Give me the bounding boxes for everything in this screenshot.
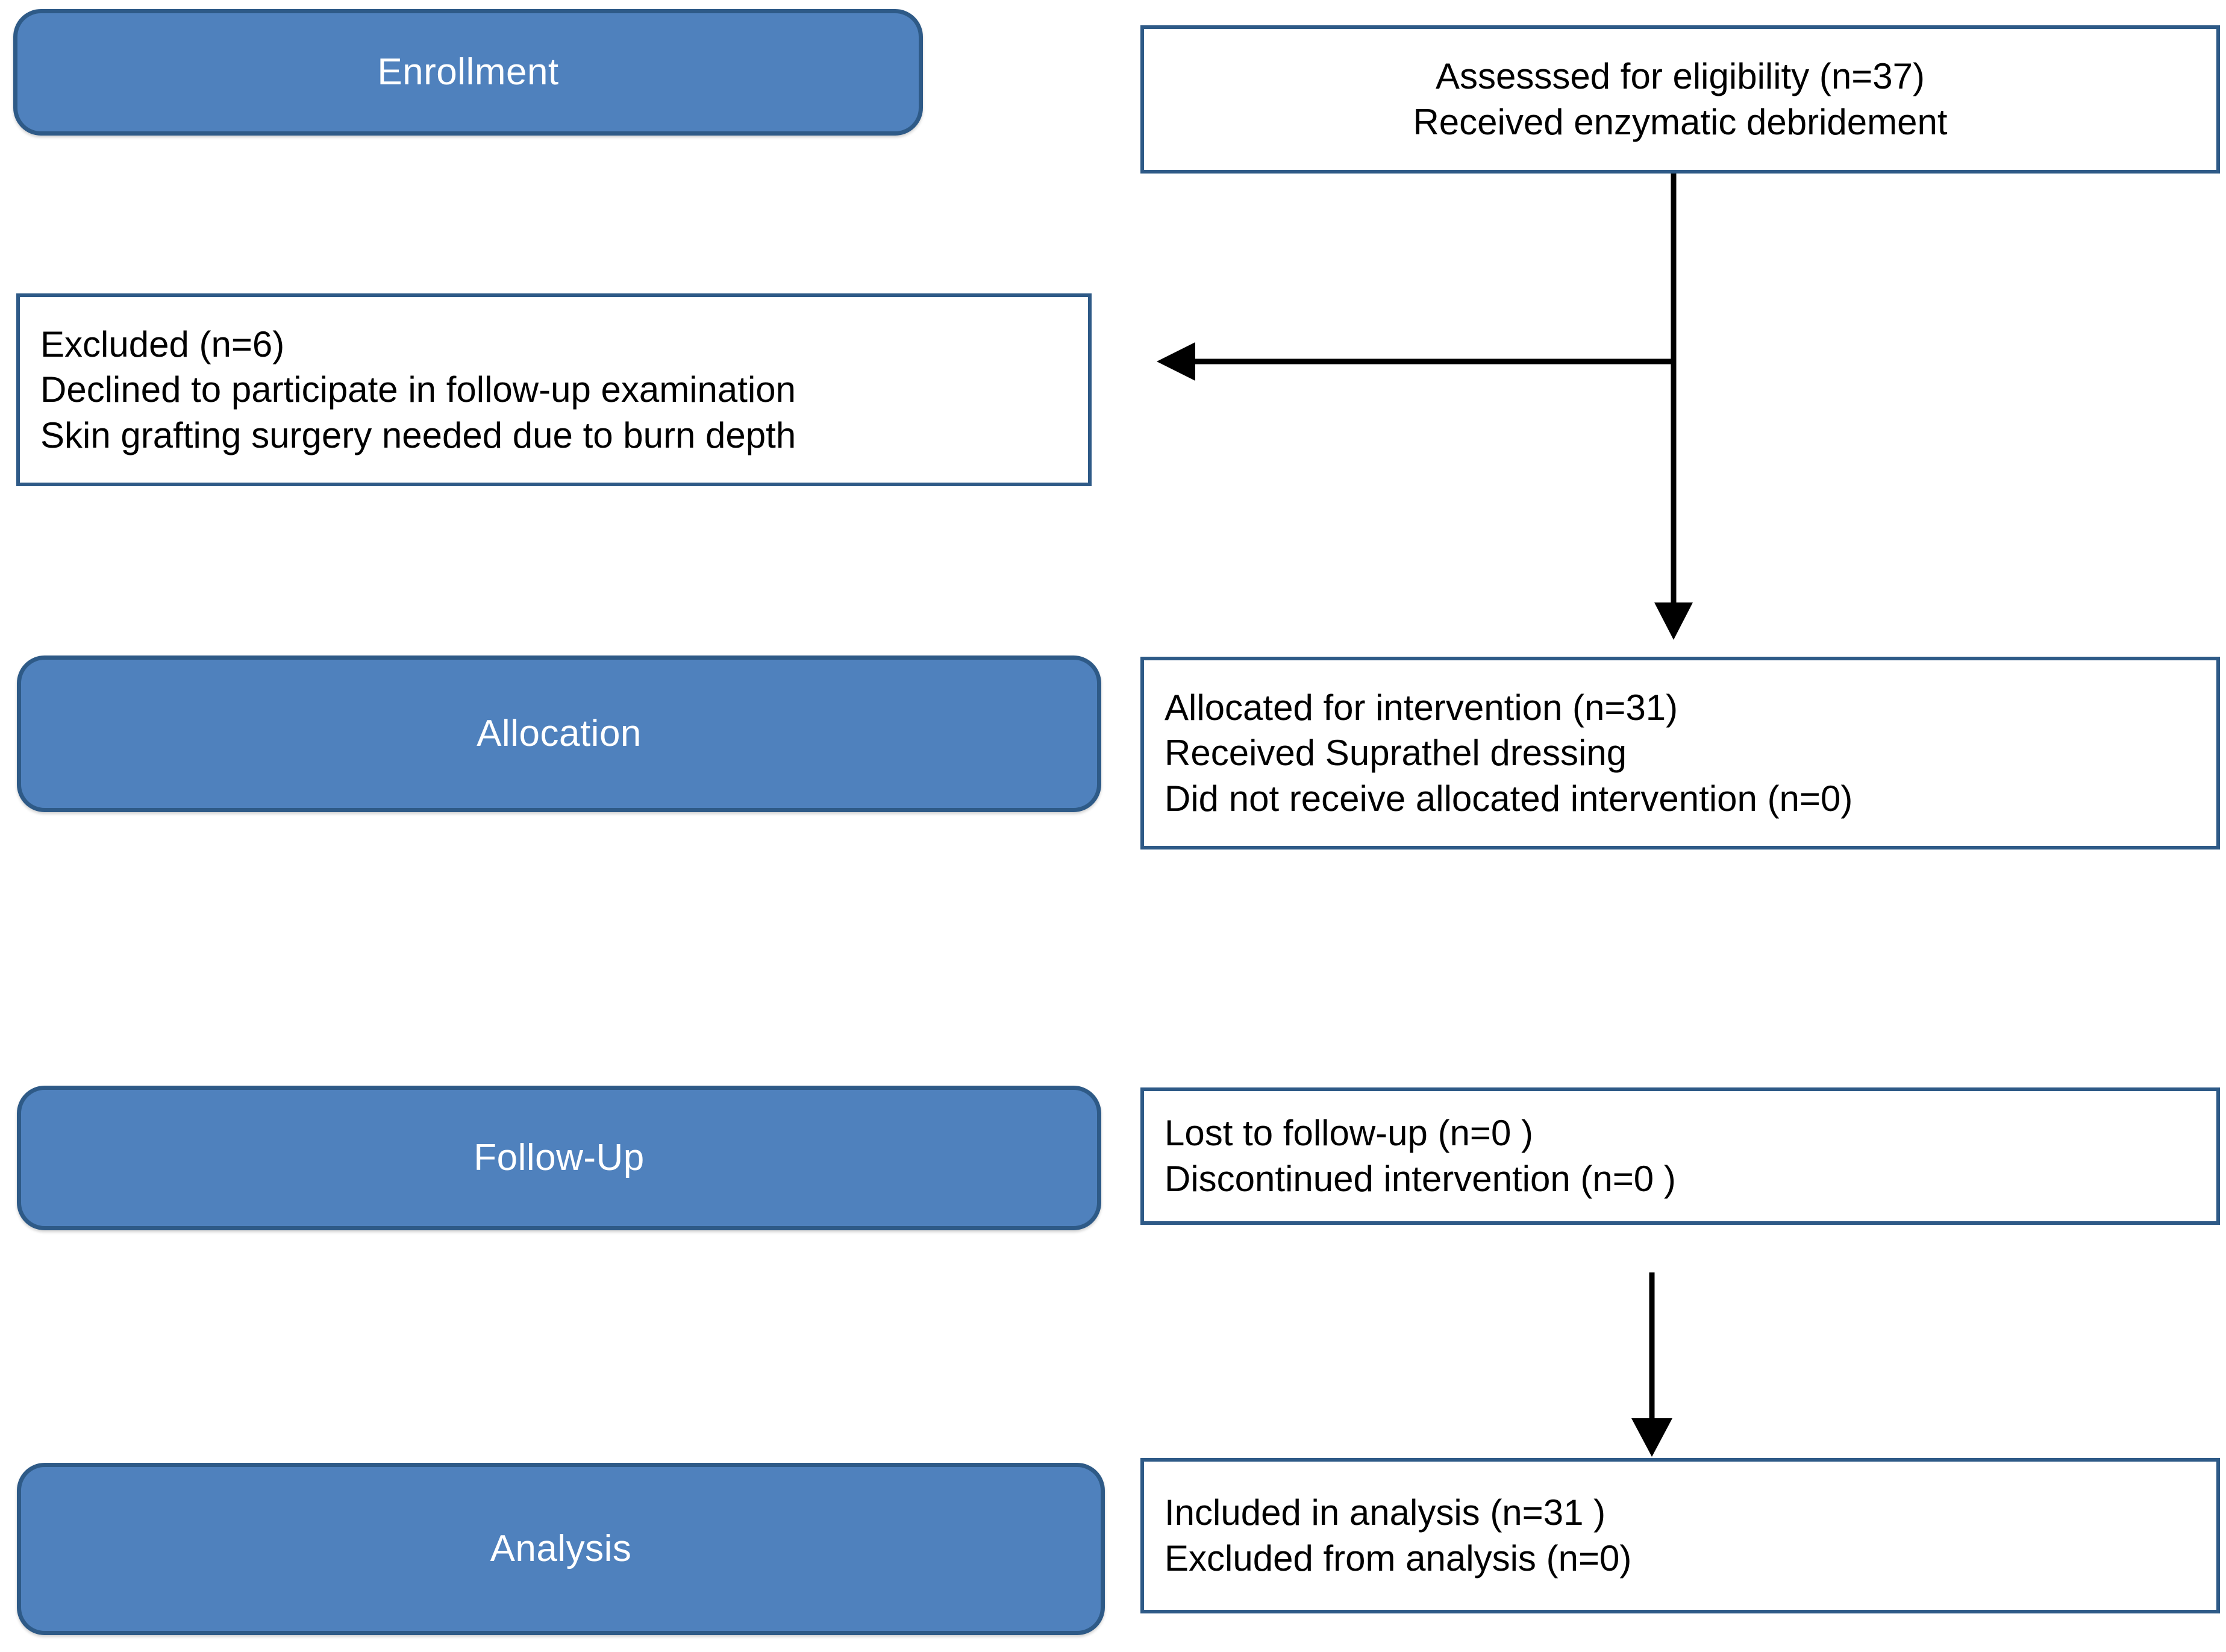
stage-label-allocation: Allocation [477, 713, 642, 754]
stage-label-analysis: Analysis [490, 1528, 632, 1569]
followup-losses-box: Lost to follow-up (n=0 ) Discontinued in… [1140, 1087, 2220, 1225]
excluded-line-2: Declined to participate in follow-up exa… [40, 369, 796, 410]
assessed-line-1: Assesssed for eligibility (n=37) [1435, 56, 1925, 97]
assessed-for-eligibility-box: Assesssed for eligibility (n=37) Receive… [1140, 25, 2220, 174]
followup-to-analysis-arrow [1631, 1272, 1672, 1457]
allocated-line-2: Received Suprathel dressing [1165, 733, 1627, 774]
allocated-line-1: Allocated for intervention (n=31) [1165, 687, 1678, 728]
exclusion-branch-arrow [1157, 342, 1674, 381]
analysis-line-2: Excluded from analysis (n=0) [1165, 1538, 1632, 1578]
allocated-for-intervention-box: Allocated for intervention (n=31) Receiv… [1140, 657, 2220, 849]
stage-box-analysis: Analysis [17, 1463, 1105, 1635]
excluded-line-3: Skin grafting surgery needed due to burn… [40, 415, 796, 455]
stage-box-allocation: Allocation [17, 655, 1101, 812]
stage-box-followup: Follow-Up [17, 1086, 1101, 1230]
enrollment-trunk-arrow [1654, 174, 1693, 640]
allocated-line-3: Did not receive allocated intervention (… [1165, 778, 1853, 819]
stage-label-followup: Follow-Up [474, 1137, 645, 1178]
excluded-line-1: Excluded (n=6) [40, 324, 285, 365]
stage-label-enrollment: Enrollment [377, 51, 559, 93]
stage-box-enrollment: Enrollment [13, 9, 923, 136]
analysis-box: Included in analysis (n=31 ) Excluded fr… [1140, 1458, 2220, 1613]
followup-line-1: Lost to follow-up (n=0 ) [1165, 1113, 1533, 1154]
assessed-line-2: Received enzymatic debridement [1413, 102, 1948, 142]
followup-line-2: Discontinued intervention (n=0 ) [1165, 1159, 1676, 1199]
excluded-box: Excluded (n=6) Declined to participate i… [16, 293, 1092, 486]
analysis-line-1: Included in analysis (n=31 ) [1165, 1492, 1606, 1533]
